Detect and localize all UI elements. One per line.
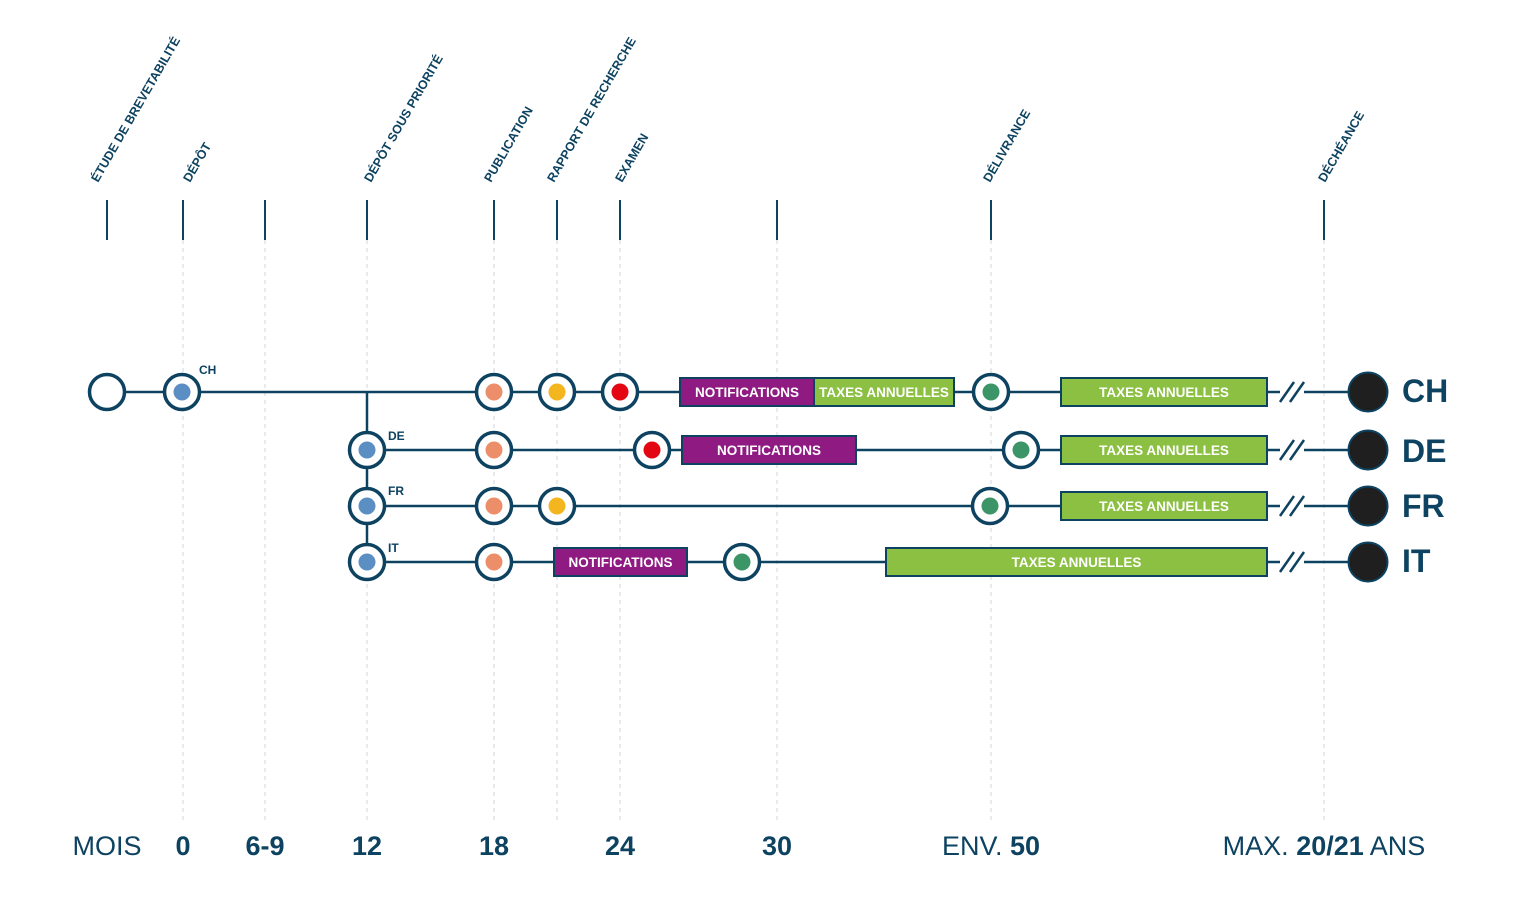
milestone-label-decheance: DÉCHÉANCE	[1315, 108, 1368, 184]
publication-node-ch	[477, 375, 512, 410]
expiry-node-it	[1349, 543, 1388, 582]
milestone-label-depot-priorite: DÉPÔT SOUS PRIORITÉ	[361, 52, 446, 185]
env-value: 50	[1010, 831, 1040, 861]
milestone-label-etude: ÉTUDE DE BREVETABILITÉ	[88, 34, 184, 184]
milestone-label-depot: DÉPÔT	[180, 139, 215, 184]
notifications-bar-it-label: NOTIFICATIONS	[569, 555, 673, 570]
axis-tick-24: 24	[605, 831, 635, 861]
notifications-bar-ch: NOTIFICATIONS	[680, 378, 814, 406]
milestone-label-delivrance: DÉLIVRANCE	[980, 107, 1034, 185]
grant-node-fr	[973, 489, 1008, 524]
taxes-bar-fr-label: TAXES ANNUELLES	[1099, 499, 1229, 514]
taxes-bar-de: TAXES ANNUELLES	[1061, 436, 1267, 464]
axis-tick-0: 0	[175, 831, 190, 861]
country-label-ch: CH	[1402, 373, 1448, 409]
taxes-bar-it: TAXES ANNUELLES	[886, 548, 1267, 576]
milestone-ticks	[107, 200, 1324, 240]
timeline-break-mark	[1280, 496, 1304, 516]
axis-tick-12: 12	[352, 831, 382, 861]
search-report-node-fr	[540, 489, 575, 524]
row-small-label-de: DE	[388, 429, 405, 443]
study-node-ch	[90, 375, 125, 410]
taxes-bar-ch-2: TAXES ANNUELLES	[1061, 378, 1267, 406]
axis-tick-30: 30	[762, 831, 792, 861]
env-prefix: ENV.	[942, 831, 1003, 861]
country-label-fr: FR	[1402, 488, 1445, 524]
publication-node-fr	[477, 489, 512, 524]
taxes-bar-fr: TAXES ANNUELLES	[1061, 492, 1267, 520]
country-label-it: IT	[1402, 543, 1431, 579]
notifications-bar-de: NOTIFICATIONS	[682, 436, 856, 464]
row-small-label-fr: FR	[388, 484, 404, 498]
deposit-node-de	[350, 433, 385, 468]
taxes-bar-ch-1: TAXES ANNUELLES	[814, 378, 954, 406]
axis-unit-label: MOIS	[72, 831, 141, 861]
notifications-bar-ch-label: NOTIFICATIONS	[695, 385, 799, 400]
deposit-node-ch	[165, 375, 200, 410]
exam-node-ch	[603, 375, 638, 410]
axis-tick-6-9: 6-9	[245, 831, 284, 861]
month-axis: MOIS 0 6-9 12 18 24 30 ENV. 50 MAX. 20/2…	[72, 831, 1425, 861]
taxes-bar-de-label: TAXES ANNUELLES	[1099, 443, 1229, 458]
search-report-node-ch	[540, 375, 575, 410]
row-small-label-it: IT	[388, 541, 399, 555]
row-small-label-ch: CH	[199, 363, 216, 377]
axis-tick-max: MAX. 20/21 ANS	[1223, 831, 1426, 861]
notifications-bar-de-label: NOTIFICATIONS	[717, 443, 821, 458]
grant-node-it	[725, 545, 760, 580]
max-prefix: MAX.	[1223, 831, 1289, 861]
timeline-break-mark	[1280, 552, 1304, 572]
timeline-break-mark	[1280, 440, 1304, 460]
notifications-bar-it: NOTIFICATIONS	[554, 548, 687, 576]
taxes-bar-it-label: TAXES ANNUELLES	[1012, 555, 1142, 570]
deposit-node-it	[350, 545, 385, 580]
taxes-bar-ch-1-label: TAXES ANNUELLES	[819, 385, 949, 400]
exam-node-de	[635, 433, 670, 468]
expiry-node-de	[1349, 431, 1388, 470]
milestone-label-publication: PUBLICATION	[481, 104, 535, 184]
axis-tick-18: 18	[479, 831, 509, 861]
expiry-node-fr	[1349, 487, 1388, 526]
taxes-bar-ch-2-label: TAXES ANNUELLES	[1099, 385, 1229, 400]
country-label-de: DE	[1402, 433, 1446, 469]
grant-node-de	[1004, 433, 1039, 468]
publication-node-de	[477, 433, 512, 468]
milestone-label-examen: EXAMEN	[612, 131, 651, 184]
publication-node-it	[477, 545, 512, 580]
max-value: 20/21	[1296, 831, 1364, 861]
max-suffix: ANS	[1370, 831, 1426, 861]
country-rows: CH NOTIFICATIONS TAXES ANNUELLES TAXES ANNU…	[90, 363, 1449, 582]
grid-lines	[183, 240, 1324, 820]
expiry-node-ch	[1349, 373, 1388, 412]
deposit-node-fr	[350, 489, 385, 524]
grant-node-ch	[974, 375, 1009, 410]
milestone-labels: ÉTUDE DE BREVETABILITÉDÉPÔT DÉPÔT SOUS PR…	[88, 34, 1368, 184]
timeline-break-mark	[1280, 382, 1304, 402]
axis-tick-env-50: ENV. 50	[942, 831, 1040, 861]
